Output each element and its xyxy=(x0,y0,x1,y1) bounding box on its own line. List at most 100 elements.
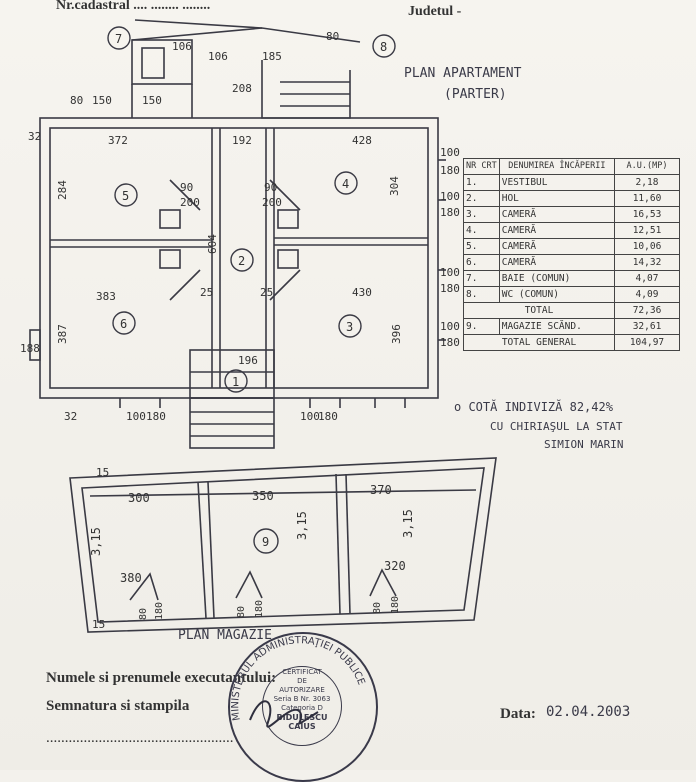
table-row: 4. CAMERĂ 12,51 xyxy=(463,222,680,239)
dim-188: 188 xyxy=(20,342,40,355)
dim-32a: 32 xyxy=(28,130,41,143)
dim-80b: 80 xyxy=(326,30,339,43)
table-row: 6. CAMERĂ 14,32 xyxy=(463,254,680,271)
county-label: Judetul - xyxy=(408,4,462,19)
stamp-line: Seria B Nr. 3063 xyxy=(273,695,331,703)
table-cell: 2,18 xyxy=(614,174,680,191)
dim-192: 192 xyxy=(232,134,252,147)
executor-label: Numele si prenumele executantului: xyxy=(46,670,277,686)
stamp-line: DE xyxy=(297,677,307,685)
table-row: 9. MAGAZIE SCĂND. 32,61 xyxy=(463,318,680,335)
mag-dim-80b: 80 xyxy=(236,606,247,618)
dim-200a: 200 xyxy=(180,196,200,209)
note-line-3: SIMION MARIN xyxy=(544,438,624,451)
mag-dim-80a: 80 xyxy=(138,608,149,620)
table-cell: WC (COMUN) xyxy=(498,286,616,303)
dim-80a: 80 xyxy=(70,94,83,107)
mag-dim-370: 370 xyxy=(370,483,392,497)
table-row: 1. VESTIBUL 2,18 xyxy=(463,174,680,191)
room-label-2: 2 xyxy=(238,254,245,268)
dim-100c: 100 xyxy=(440,266,460,279)
table-cell: 9. xyxy=(463,318,500,335)
room-label-8: 8 xyxy=(380,40,387,54)
table-cell: 5. xyxy=(463,238,500,255)
dim-180d: 180 xyxy=(440,336,460,349)
table-row: 7. BAIE (COMUN) 4,07 xyxy=(463,270,680,287)
table-cell: 7. xyxy=(463,270,500,287)
table-cell: CAMERĂ xyxy=(498,254,616,271)
table-total-label: TOTAL xyxy=(463,302,615,319)
dim-106b: 106 xyxy=(208,50,228,63)
stamp-line: AUTORIZARE xyxy=(279,686,325,694)
table-grand-total-value: 104,97 xyxy=(614,334,680,351)
room-label-3: 3 xyxy=(346,320,353,334)
table-row: 5. CAMERĂ 10,06 xyxy=(463,238,680,255)
mag-dim-180c: 180 xyxy=(390,596,401,614)
room-label-9: 9 xyxy=(262,535,269,549)
dim-383: 383 xyxy=(96,290,116,303)
dim-180c: 180 xyxy=(440,282,460,295)
table-row: 2. HOL 11,60 xyxy=(463,190,680,207)
signature-dots: ........................................… xyxy=(46,730,234,746)
mag-dim-180a: 180 xyxy=(154,602,165,620)
table-grand-total-row: TOTAL GENERAL 104,97 xyxy=(463,334,680,351)
signature-label: Semnatura si stampila xyxy=(46,698,190,714)
room-label-7: 7 xyxy=(115,32,122,46)
table-cell: 6. xyxy=(463,254,500,271)
table-cell: BAIE (COMUN) xyxy=(498,270,616,287)
room-label-1: 1 xyxy=(232,375,239,389)
table-header-row: NR CRT DENUMIREA ÎNCĂPERII A.U.(MP) xyxy=(463,158,680,175)
dim-100d: 100 xyxy=(440,320,460,333)
room-label-5: 5 xyxy=(122,189,129,203)
dim-396: 396 xyxy=(390,324,403,344)
room-label-4: 4 xyxy=(342,177,349,191)
mag-dim-315a: 3,15 xyxy=(89,527,103,556)
dim-200b: 200 xyxy=(262,196,282,209)
table-cell: 32,61 xyxy=(614,318,680,335)
dim-604: 604 xyxy=(206,234,219,254)
dim-25a: 25 xyxy=(200,286,213,299)
stamp-line: BIDULESCU xyxy=(276,713,328,722)
table-cell: 4. xyxy=(463,222,500,239)
mag-dim-380: 380 xyxy=(120,571,142,585)
note-line-2: CU CHIRIAŞUL LA STAT xyxy=(490,420,623,433)
table-cell: 4,07 xyxy=(614,270,680,287)
table-cell: HOL xyxy=(498,190,616,207)
table-row: 3. CAMERĂ 16,53 xyxy=(463,206,680,223)
date-label: Data: xyxy=(500,706,536,722)
magazie-outer-wall xyxy=(69,457,497,633)
mag-dim-315b: 3,15 xyxy=(295,511,309,540)
table-cell: 2. xyxy=(463,190,500,207)
dim-284: 284 xyxy=(56,180,69,200)
table-grand-total-label: TOTAL GENERAL xyxy=(463,334,615,351)
dim-428: 428 xyxy=(352,134,372,147)
dim-180bot: 180 xyxy=(146,410,166,423)
table-header-name: DENUMIREA ÎNCĂPERII xyxy=(498,158,616,175)
dim-185: 185 xyxy=(262,50,282,63)
mag-dim-80c: 80 xyxy=(372,602,383,614)
table-cell: 10,06 xyxy=(614,238,680,255)
dim-304: 304 xyxy=(388,176,401,196)
table-cell: 14,32 xyxy=(614,254,680,271)
dim-100a: 100 xyxy=(440,146,460,159)
mag-dim-315c: 3,15 xyxy=(401,509,415,538)
table-cell: 1. xyxy=(463,174,500,191)
room-label-6: 6 xyxy=(120,317,127,331)
stamp-line: CAIUS xyxy=(288,722,316,731)
magazie-title: PLAN MAGAZIE xyxy=(178,628,272,643)
dim-32b: 32 xyxy=(64,410,77,423)
table-cell: MAGAZIE SCĂND. xyxy=(498,318,616,335)
rooms-table: NR CRT DENUMIREA ÎNCĂPERII A.U.(MP) 1. V… xyxy=(463,158,680,351)
mag-dim-300: 300 xyxy=(128,491,150,505)
dim-430: 430 xyxy=(352,286,372,299)
table-cell: 8. xyxy=(463,286,500,303)
dim-180b: 180 xyxy=(440,206,460,219)
dim-100bot: 100 xyxy=(126,410,146,423)
dim-150a: 150 xyxy=(92,94,112,107)
table-cell: CAMERĂ xyxy=(498,222,616,239)
plan-title: PLAN APARTAMENT xyxy=(404,66,522,81)
table-cell: 11,60 xyxy=(614,190,680,207)
date-value: 02.04.2003 xyxy=(546,704,631,720)
